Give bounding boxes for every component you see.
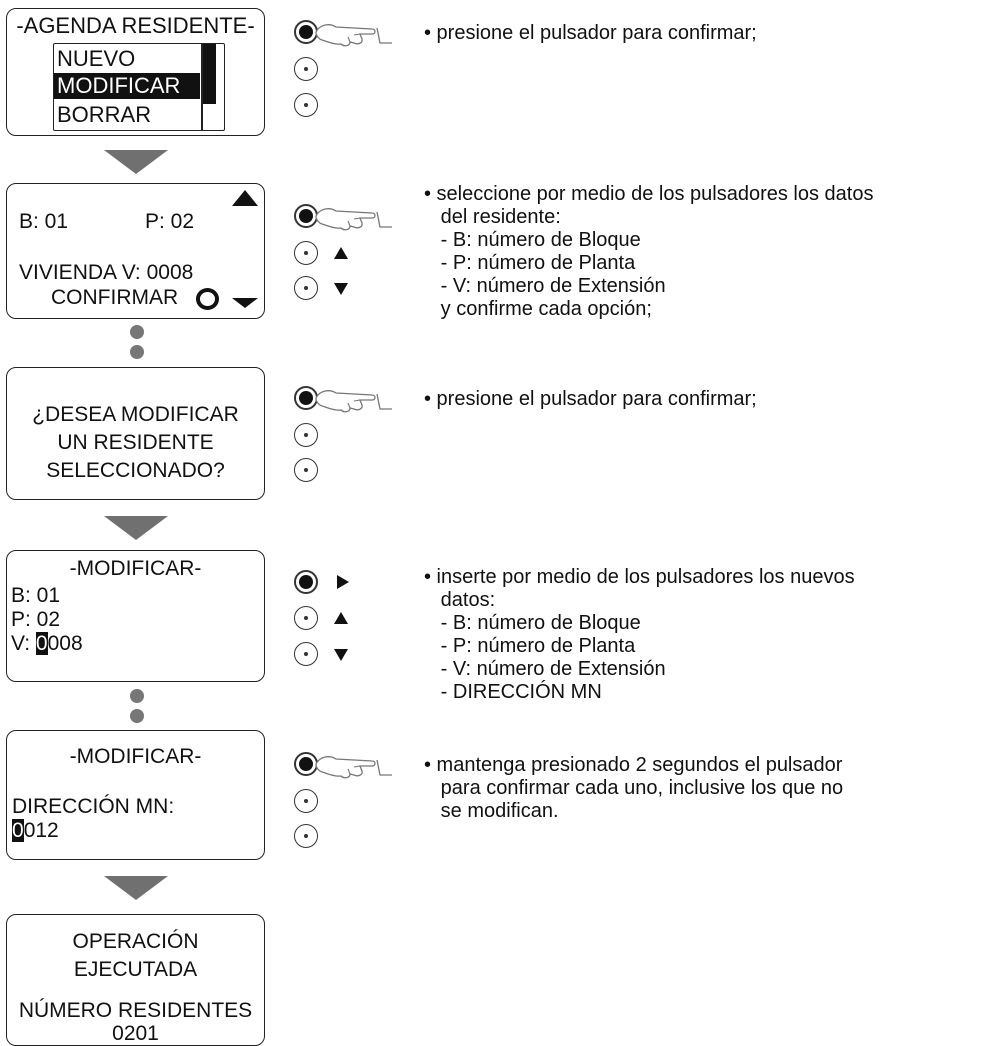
arrow-up-icon xyxy=(334,612,348,624)
instruction-text: • seleccione por medio de los pulsadores… xyxy=(424,183,874,320)
block-value: B: 01 xyxy=(11,584,61,607)
screen-title: -MODIFICAR- xyxy=(69,557,202,580)
arrow-down-icon xyxy=(232,298,258,308)
extension-value: V: 0008 xyxy=(11,632,83,656)
lcd-screen-agenda: -AGENDA RESIDENTE- NUEVO MODIFICAR BORRA… xyxy=(6,8,265,136)
confirm-button[interactable] xyxy=(294,386,318,410)
address-label: DIRECCIÓN MN: xyxy=(12,795,175,818)
result-line-3: NÚMERO RESIDENTES xyxy=(18,999,253,1022)
arrow-up-icon xyxy=(232,190,258,206)
flow-dot xyxy=(130,709,144,723)
pointing-hand-icon xyxy=(314,750,394,780)
lcd-screen-modify: -MODIFICAR- B: 01 P: 02 V: 0008 xyxy=(6,550,265,682)
down-button[interactable] xyxy=(294,642,318,666)
menu-item-nuevo: NUEVO xyxy=(57,46,136,71)
up-button[interactable] xyxy=(294,606,318,630)
result-line-2: EJECUTADA xyxy=(73,958,198,981)
confirm-line-2: UN RESIDENTE xyxy=(57,431,214,454)
pointing-hand-icon xyxy=(314,202,394,232)
cursor: 0 xyxy=(35,632,48,655)
instruction-text: • inserte por medio de los pulsadores lo… xyxy=(424,566,855,703)
down-button[interactable] xyxy=(294,276,318,300)
block-value: B: 01 xyxy=(19,210,69,233)
extension-digits: 008 xyxy=(47,632,83,655)
address-value: 0012 xyxy=(12,819,59,843)
down-button[interactable] xyxy=(294,824,318,848)
menu-item-modificar: MODIFICAR xyxy=(54,73,200,99)
scrollbar xyxy=(201,44,203,130)
instruction-text: • mantenga presionado 2 segundos el puls… xyxy=(424,754,844,822)
menu-item-borrar: BORRAR xyxy=(57,102,152,127)
lcd-screen-result: OPERACIÓN EJECUTADA NÚMERO RESIDENTES 02… xyxy=(6,914,265,1046)
confirm-line-1: ¿DESEA MODIFICAR xyxy=(32,403,239,426)
pointing-hand-icon xyxy=(314,384,394,414)
arrow-right-icon xyxy=(337,575,349,589)
flow-arrow-down-icon xyxy=(104,876,168,900)
screen-title: -AGENDA RESIDENTE- xyxy=(16,13,255,38)
confirm-line-3: SELECCIONADO? xyxy=(46,459,225,482)
lcd-screen-select: B: 01 P: 02 VIVIENDA V: 0008 CONFIRMAR xyxy=(6,183,265,319)
down-button[interactable] xyxy=(294,458,318,482)
menu-box: NUEVO MODIFICAR BORRAR xyxy=(53,43,225,131)
flow-dot xyxy=(130,325,144,339)
floor-value: P: 02 xyxy=(145,210,195,233)
address-digits: 012 xyxy=(23,819,59,842)
up-button[interactable] xyxy=(294,789,318,813)
floor-value: P: 02 xyxy=(11,608,61,631)
confirm-circle-icon xyxy=(196,288,219,310)
confirm-button[interactable] xyxy=(294,570,318,594)
up-button[interactable] xyxy=(294,241,318,265)
result-line-1: OPERACIÓN xyxy=(72,930,199,953)
flow-dot xyxy=(130,345,144,359)
screen-title: -MODIFICAR- xyxy=(69,745,202,768)
flow-arrow-down-icon xyxy=(104,516,168,540)
instruction-text: • presione el pulsador para confirmar; xyxy=(424,22,757,44)
extension-label: V: xyxy=(11,632,36,655)
up-button[interactable] xyxy=(294,423,318,447)
arrow-down-icon xyxy=(334,283,348,295)
arrow-up-icon xyxy=(334,247,348,259)
result-line-4: 0201 xyxy=(112,1022,159,1045)
instruction-text: • presione el pulsador para confirmar; xyxy=(424,388,757,410)
cursor: 0 xyxy=(12,819,24,842)
flow-arrow-down-icon xyxy=(104,150,168,174)
lcd-screen-confirm: ¿DESEA MODIFICAR UN RESIDENTE SELECCIONA… xyxy=(6,367,265,500)
lcd-screen-address: -MODIFICAR- DIRECCIÓN MN: 0012 xyxy=(6,730,265,860)
scrollbar-thumb xyxy=(203,44,216,104)
flow-dot xyxy=(130,689,144,703)
vivienda-value: VIVIENDA V: 0008 xyxy=(19,261,194,284)
down-button[interactable] xyxy=(294,93,318,117)
confirm-label: CONFIRMAR xyxy=(51,286,179,309)
arrow-down-icon xyxy=(334,649,348,661)
pointing-hand-icon xyxy=(314,18,394,48)
confirm-button[interactable] xyxy=(294,20,318,44)
up-button[interactable] xyxy=(294,57,318,81)
